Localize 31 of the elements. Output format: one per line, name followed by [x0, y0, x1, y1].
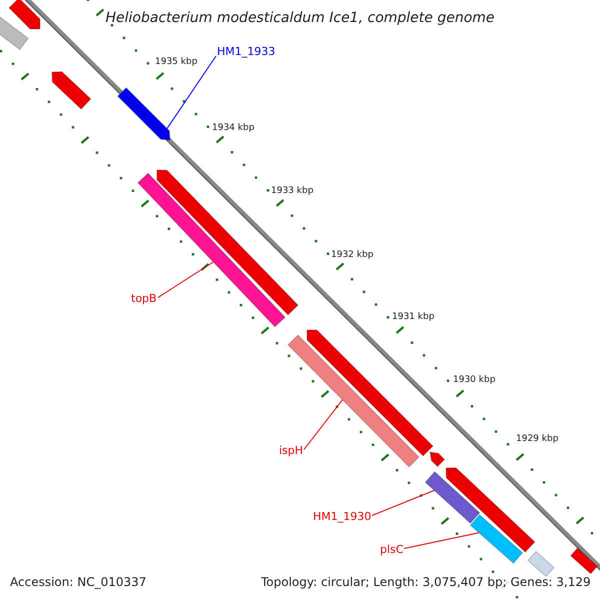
footer-text: Topology: circular; Length: 3,075,407 bp; Genes: 3,129 [261, 576, 591, 588]
footer-text: Accession: NC_010337 [10, 576, 146, 588]
gene-label: HM1_1933 [217, 46, 276, 56]
leader-line [372, 490, 435, 516]
diagram-title: Heliobacterium modesticaldum Ice1, complete genome [106, 11, 495, 25]
gene-label: plsC [380, 544, 404, 554]
scale-label: 1934 kbp [212, 124, 254, 132]
gene-bar [8, 0, 40, 30]
leader-line [404, 532, 480, 549]
leader-line [304, 399, 343, 450]
gene-bar [156, 170, 299, 316]
gene-bar [306, 330, 434, 457]
gene-label: HM1_1930 [313, 510, 372, 522]
gene-label: topB [131, 292, 157, 304]
gene-bar [445, 467, 536, 553]
gene-bar [470, 514, 524, 564]
gene-bar [429, 451, 446, 468]
scale-label: 1929 kbp [516, 434, 558, 444]
gene-bar [117, 87, 171, 141]
scale-label: 1935 kbp [155, 58, 198, 66]
leader-line [158, 262, 214, 298]
leader-line [166, 56, 216, 130]
gene-label: ispH [279, 444, 304, 456]
gene-bar [51, 71, 92, 110]
gene-bar [424, 471, 480, 524]
gene-bar [570, 548, 598, 574]
scale-label: 1930 kbp [453, 376, 496, 384]
scale-label: 1933 kbp [271, 186, 314, 196]
scale-label: 1932 kbp [331, 250, 374, 260]
gene-bar [0, 16, 29, 50]
scale-label: 1931 kbp [392, 312, 434, 322]
